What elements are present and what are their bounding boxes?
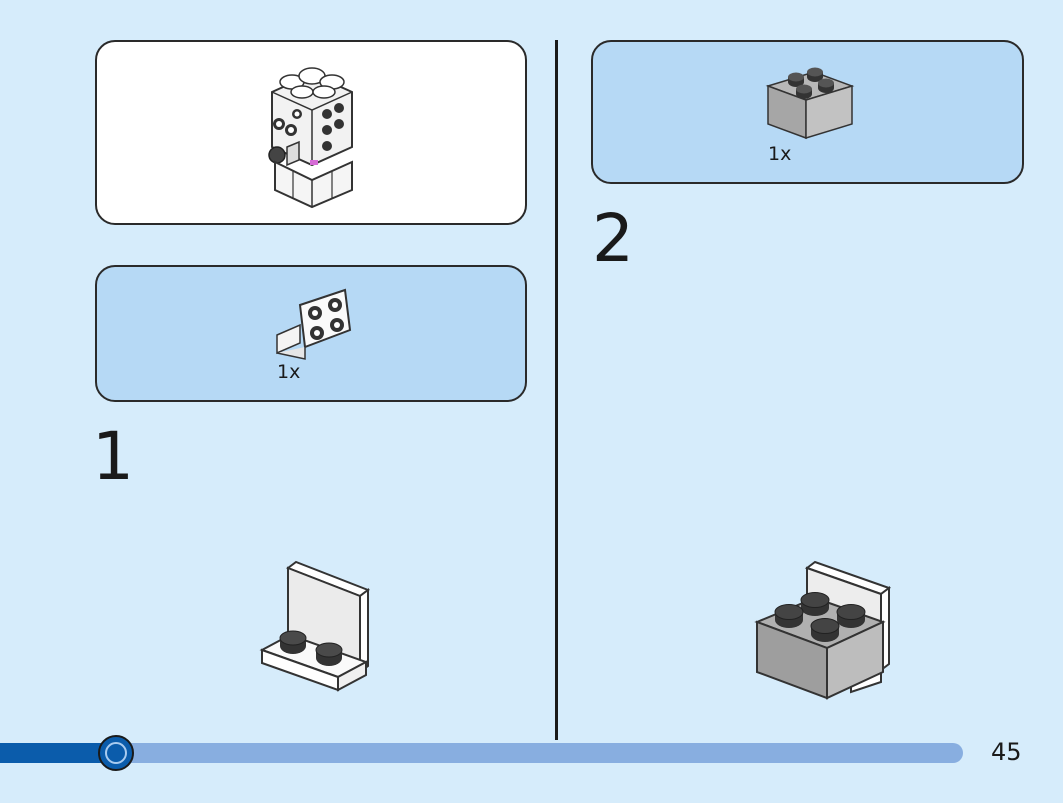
- step1-part-quantity: 1x: [277, 361, 301, 383]
- column-divider: [555, 40, 558, 740]
- brickheadz-figure-icon: [268, 67, 353, 209]
- gray-brick-2x2-icon: [765, 67, 855, 140]
- progress-marker: [98, 735, 134, 771]
- model-preview-box: [95, 40, 527, 225]
- progress-fill: [0, 743, 118, 763]
- white-angle-plate-2x2-icon: [276, 288, 352, 360]
- gray-brick-on-bracket-icon: [754, 560, 892, 700]
- page-number: 45: [991, 738, 1022, 766]
- progress-track: [0, 743, 963, 763]
- step1-number: 1: [92, 418, 134, 495]
- step1-parts-box: 1x: [95, 265, 527, 402]
- step2-parts-box: 1x: [591, 40, 1024, 184]
- white-bracket-assembly-icon: [259, 560, 371, 692]
- step2-part-quantity: 1x: [768, 143, 792, 165]
- step2-number: 2: [592, 200, 634, 277]
